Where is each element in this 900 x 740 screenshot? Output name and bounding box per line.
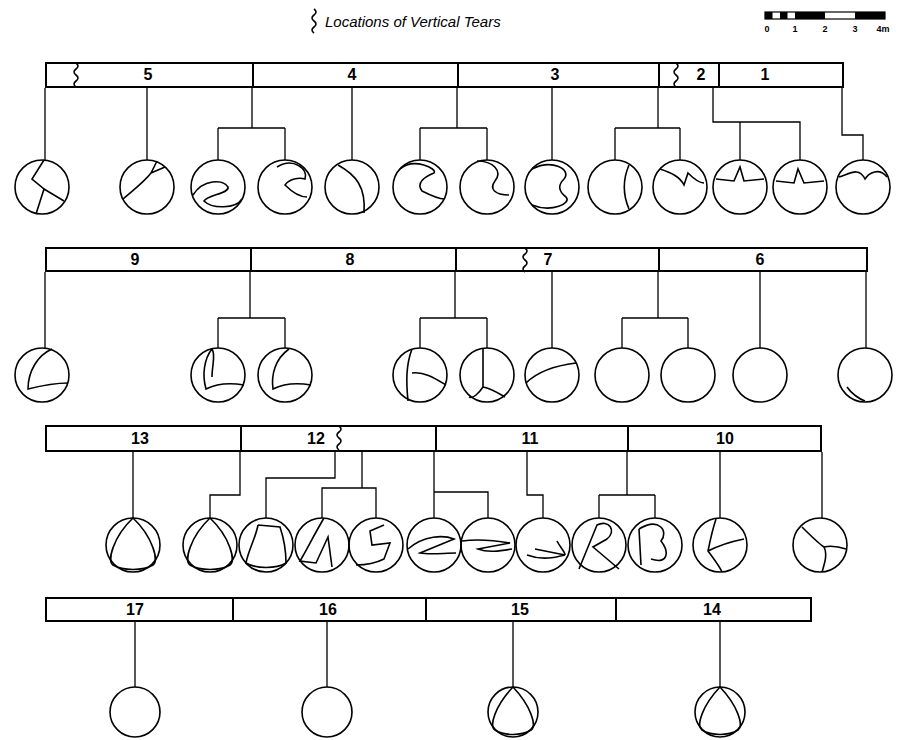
scale-label: 3 bbox=[852, 25, 857, 34]
section-number: 8 bbox=[346, 252, 355, 268]
tear-symbol bbox=[312, 9, 316, 33]
pipe-section-box: 1 bbox=[718, 62, 844, 88]
section-number: 16 bbox=[319, 602, 337, 618]
section-number: 10 bbox=[716, 431, 734, 447]
section-number: 12 bbox=[307, 431, 325, 447]
pipe-section-box: 5 bbox=[45, 62, 254, 88]
legend-text: Locations of Vertical Tears bbox=[325, 14, 501, 29]
pipe-section-box: 11 bbox=[435, 425, 629, 452]
pipe-section-box: 14 bbox=[615, 597, 812, 622]
section-number: 15 bbox=[511, 602, 529, 618]
section-number: 11 bbox=[522, 431, 539, 447]
section-number: 13 bbox=[131, 431, 149, 447]
pipe-section-box: 9 bbox=[45, 247, 252, 272]
leader-lines bbox=[45, 88, 866, 687]
pipe-section-box: 15 bbox=[425, 597, 617, 622]
scale-bar bbox=[765, 12, 885, 19]
section-number: 6 bbox=[756, 252, 765, 268]
pipe-section-box: 8 bbox=[250, 247, 457, 272]
section-number: 7 bbox=[544, 252, 553, 268]
section-number: 17 bbox=[126, 602, 144, 618]
cross-sections bbox=[15, 160, 892, 737]
section-number: 1 bbox=[761, 67, 770, 83]
scale-label: 2 bbox=[822, 25, 827, 34]
scale-label: 1 bbox=[792, 25, 797, 34]
scale-label: 4m bbox=[876, 25, 889, 34]
pipe-section-box: 17 bbox=[45, 597, 234, 622]
pipe-section-box: 2 bbox=[658, 62, 720, 88]
pipe-section-box: 10 bbox=[627, 425, 822, 452]
pipe-section-box: 12 bbox=[240, 425, 437, 452]
pipe-section-box: 3 bbox=[457, 62, 660, 88]
section-number: 9 bbox=[131, 252, 140, 268]
section-number: 2 bbox=[697, 67, 706, 83]
pipe-section-box: 6 bbox=[658, 247, 868, 272]
pipe-section-box: 16 bbox=[232, 597, 427, 622]
scale-label: 0 bbox=[764, 25, 769, 34]
section-number: 4 bbox=[348, 67, 357, 83]
section-number: 3 bbox=[551, 67, 560, 83]
section-number: 14 bbox=[703, 602, 721, 618]
pipe-section-box: 4 bbox=[252, 62, 459, 88]
tear-marks bbox=[74, 63, 678, 450]
pipe-section-box: 13 bbox=[45, 425, 242, 452]
section-number: 5 bbox=[144, 67, 153, 83]
pipe-section-box: 7 bbox=[455, 247, 660, 272]
